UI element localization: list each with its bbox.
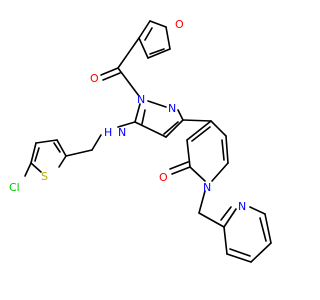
bond xyxy=(264,213,272,244)
bond xyxy=(189,166,206,182)
bond xyxy=(225,135,229,164)
bond xyxy=(177,109,184,121)
bond xyxy=(24,162,32,177)
bond xyxy=(226,253,252,263)
amine-hydrogen-label: H xyxy=(104,126,112,139)
bond xyxy=(56,139,67,157)
bond xyxy=(149,48,165,55)
chlorine-label: Cl xyxy=(9,181,20,194)
bonds xyxy=(24,20,272,263)
amine-nitrogen-label: N xyxy=(118,126,126,139)
bond xyxy=(191,126,211,142)
bond xyxy=(165,26,171,50)
bond xyxy=(134,121,167,138)
bond xyxy=(30,162,42,173)
bond xyxy=(141,109,146,125)
pyrazole-n2-label: N xyxy=(168,102,176,115)
bond xyxy=(182,119,212,122)
bond xyxy=(30,142,37,164)
bond xyxy=(149,20,167,28)
bond xyxy=(117,121,136,128)
bond xyxy=(34,147,40,162)
bond xyxy=(198,212,225,228)
bond xyxy=(147,100,167,108)
bond xyxy=(35,139,58,144)
bond xyxy=(163,121,179,135)
bond xyxy=(186,120,212,141)
bond xyxy=(210,120,227,137)
bond xyxy=(221,139,225,161)
bond xyxy=(147,48,171,59)
pyridone-oxygen-label: O xyxy=(159,171,168,184)
atom-labels: O O N N H N S Cl O N N xyxy=(9,18,246,213)
pyridone-nitrogen-label: N xyxy=(203,181,211,194)
bond xyxy=(211,162,229,182)
pyridine-nitrogen-label: N xyxy=(238,200,246,213)
pyrazole-n1-label: N xyxy=(137,93,145,106)
molecule-structure: O O N N H N S Cl O N N xyxy=(9,18,272,263)
bond xyxy=(102,72,121,81)
thiophene-sulfur-label: S xyxy=(41,170,48,183)
bond xyxy=(250,242,272,263)
bond xyxy=(134,103,141,123)
bond xyxy=(165,119,184,138)
bond xyxy=(186,139,191,168)
bond xyxy=(171,166,191,175)
bond xyxy=(169,161,189,170)
carbonyl-oxygen-label: O xyxy=(90,72,99,85)
bond xyxy=(117,37,140,69)
bond xyxy=(138,20,151,39)
bond xyxy=(138,37,149,59)
bond xyxy=(91,134,102,151)
bond xyxy=(223,208,237,228)
bond xyxy=(198,190,206,214)
furan-oxygen-label: O xyxy=(175,18,184,31)
bond xyxy=(259,217,267,242)
bond xyxy=(249,206,266,215)
bond xyxy=(144,27,153,41)
bond xyxy=(223,226,228,255)
bond xyxy=(65,149,93,157)
bond xyxy=(53,142,61,153)
bond xyxy=(220,206,232,221)
bond xyxy=(100,67,119,76)
bond xyxy=(117,67,140,97)
bond xyxy=(58,155,67,168)
bond xyxy=(229,248,251,257)
